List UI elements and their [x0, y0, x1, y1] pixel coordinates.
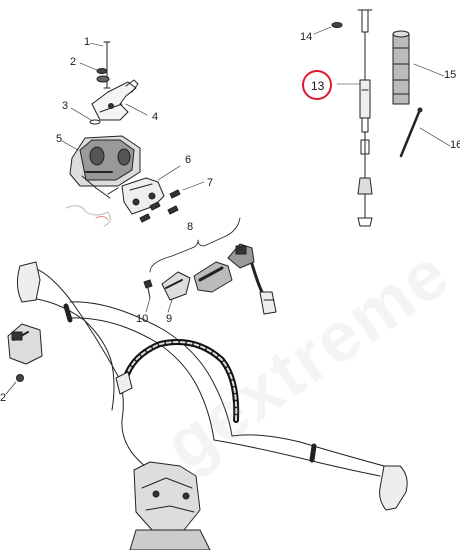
callout-label-1: 1: [84, 36, 91, 48]
wiring-harness-connector: [193, 243, 277, 315]
screw-part-7: [139, 181, 205, 223]
callout-label-16: 16: [450, 139, 460, 151]
callout-label-2: 2: [70, 56, 77, 68]
callout-label-7: 7: [207, 177, 214, 189]
callout-label-8: 8: [187, 221, 194, 233]
callout-bracket-8: [149, 217, 241, 273]
clip-part-2: [5, 323, 43, 395]
nut-part-2: [79, 62, 110, 83]
washer-part-3: [70, 107, 101, 125]
handlebar: [16, 261, 408, 511]
clamp-block-part-5: [61, 135, 141, 227]
grip-tube-part-15: [392, 30, 445, 105]
screw-part-10: [143, 279, 153, 313]
stem-clamp: [129, 461, 211, 550]
callout-label-3: 3: [62, 100, 69, 112]
callout-label-9: 9: [166, 313, 173, 325]
brake-line-wrap: [115, 339, 240, 423]
bracket-part-4: [91, 79, 148, 121]
callout-label-2-left: 2: [0, 392, 7, 404]
callout-label-15: 15: [444, 69, 457, 81]
callout-label-5: 5: [56, 133, 63, 145]
callout-label-13: 13: [311, 79, 325, 93]
callout-label-6: 6: [185, 154, 192, 166]
switch-part-9: [161, 271, 191, 313]
callout-label-10: 10: [136, 313, 149, 325]
throttle-cable-part-13: [336, 9, 373, 227]
rod-part-16: [399, 107, 451, 158]
nut-part-14: [313, 22, 343, 35]
callout-label-4: 4: [152, 111, 159, 123]
highlight-circle: [302, 70, 332, 100]
callout-label-14: 14: [300, 31, 313, 43]
